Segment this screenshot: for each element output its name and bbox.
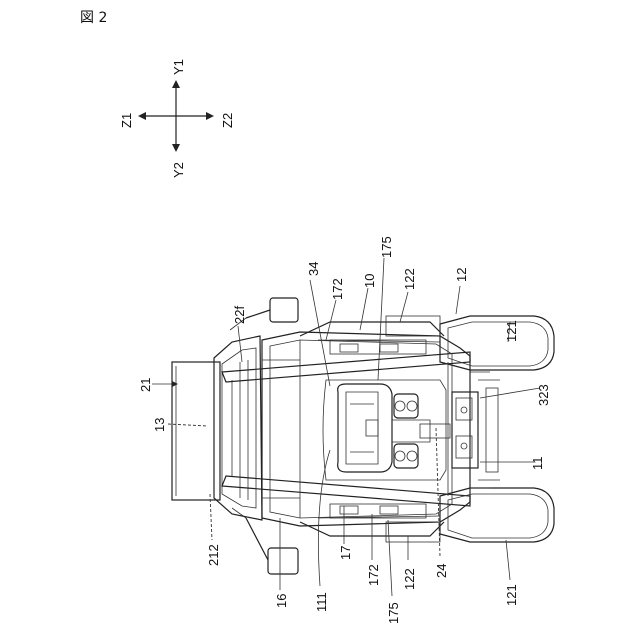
front-tire-bottom [386,522,440,542]
boom-arm-bottom [222,476,470,506]
ref-22f: 22f [232,306,247,324]
ref-16: 16 [274,594,289,608]
figure-label: 図 2 [80,10,107,26]
ref-121-top: 121 [504,320,519,342]
front-tire-top [386,316,440,336]
ref-122-top: 122 [402,268,417,290]
rear-wheel-bottom [440,488,554,542]
arrowhead-left [138,112,146,120]
ref-172-top: 172 [330,278,345,300]
ref-13: 13 [152,418,167,432]
ref-122-bottom: 122 [402,568,417,590]
ref-24: 24 [434,564,449,578]
axis-label-z2: Z2 [220,113,235,128]
cab-frame [323,380,446,480]
ref-12: 12 [454,268,469,282]
front-frame [214,336,262,520]
axis-label-y2: Y2 [171,162,186,178]
arrowhead-right [206,112,214,120]
arrowhead-up [172,80,180,88]
arrowhead-down [172,144,180,152]
ref-21: 21 [138,378,153,392]
ref-17: 17 [338,546,353,560]
control-pod-top [394,394,418,418]
ref-11: 11 [530,457,545,471]
ref-34: 34 [306,262,321,276]
ref-111: 111 [314,592,329,612]
ref-175-bottom: 175 [386,602,401,624]
ref-10: 10 [362,274,377,288]
mirror-bottom [232,508,298,574]
ref-172-bottom: 172 [366,564,381,586]
boom-arm-top [222,352,470,382]
ref-212: 212 [206,544,221,566]
ref-175-top: 175 [379,236,394,258]
axis-label-z1: Z1 [119,113,134,128]
front-implement [172,362,220,500]
direction-indicator: Y1 Y2 Z1 Z2 [119,59,235,178]
vehicle-top-view [172,298,554,574]
axis-label-y1: Y1 [171,59,186,75]
reference-numerals: 34 175 10 122 12 172 22f 21 13 121 323 1… [138,236,551,624]
rear-wheel-top [440,316,554,370]
control-pod-bottom [394,444,418,468]
ref-121-bottom: 121 [504,584,519,606]
ref-323: 323 [536,384,551,406]
